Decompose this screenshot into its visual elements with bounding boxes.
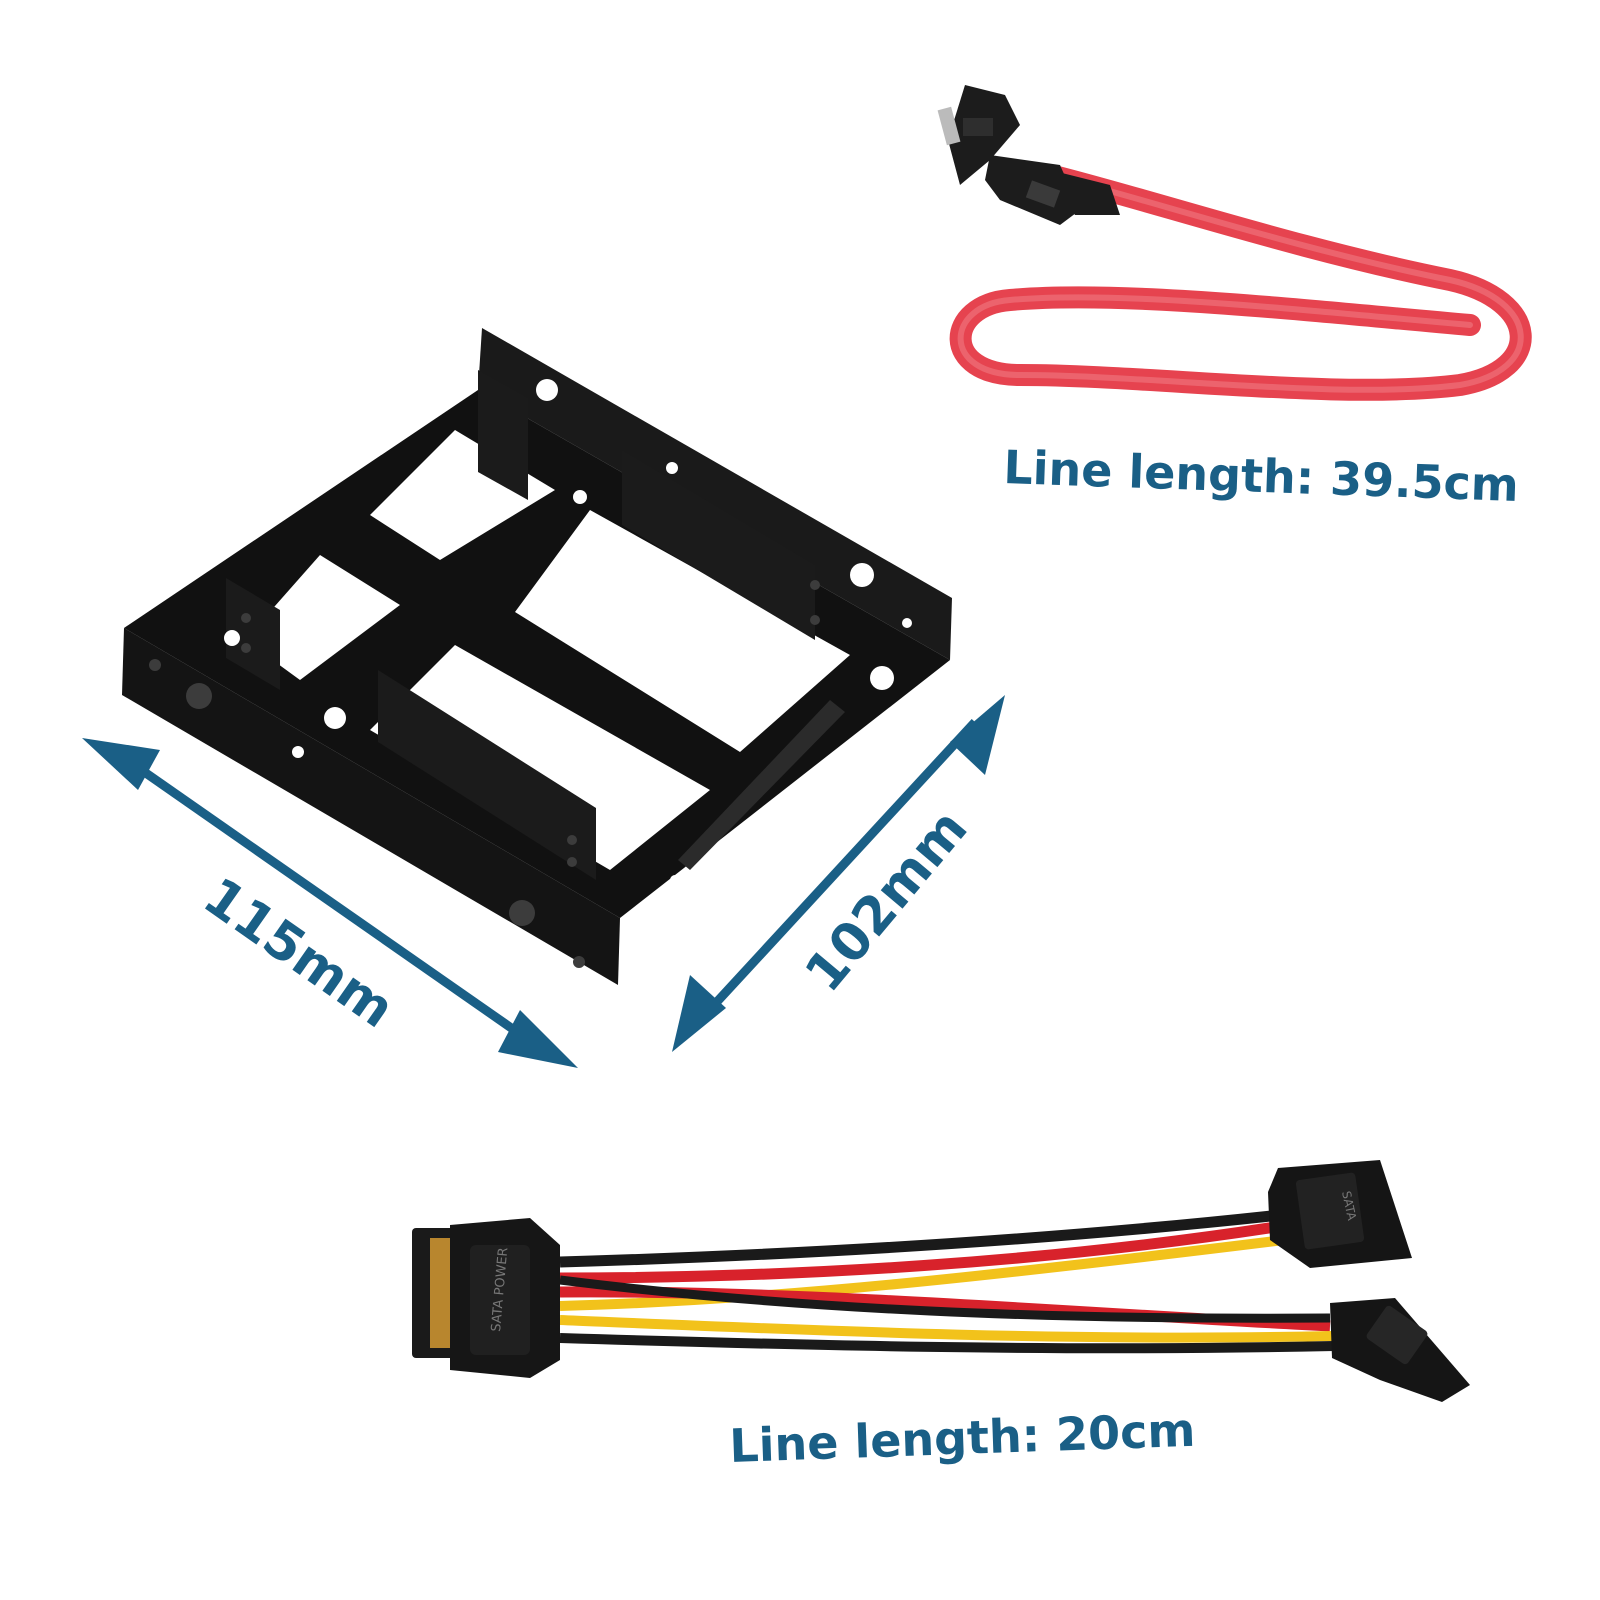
drive-bracket [122,328,952,985]
bracket-tab [378,670,596,880]
bracket-base-plate [124,390,950,918]
sata-power-connector-print: SATA POWER [489,1247,511,1333]
sata-cable-length-label: Line length: 39.5cm [1003,440,1520,512]
sata-power-female-connector: SATA [1268,1160,1412,1268]
bracket-tab [478,370,528,500]
bracket-cutout [370,645,710,870]
bracket-holes [224,379,912,935]
width-dimension-arrow [82,738,578,1068]
power-cable-length-label: Line length: 20cm [728,1403,1196,1473]
svg-text:SATA: SATA [1339,1190,1359,1223]
bracket-back-rail [478,328,952,660]
sata-right-angle-connector [937,85,1020,185]
width-dimension-label: 115mm [193,866,405,1040]
sata-straight-connector [985,155,1120,225]
bracket-tab [622,450,815,640]
depth-dimension-arrow [672,695,1005,1052]
sata-data-cable [937,85,1532,401]
bracket-tab [226,578,280,690]
sata-power-female-connector [1330,1298,1470,1402]
sata-power-splitter-cable: SATA POWER SATA [412,1160,1470,1402]
depth-dimension-label: 102mm [794,799,979,1004]
bracket-cutout [515,510,850,752]
bracket-cutout [245,555,400,680]
bracket-front-rail [122,628,620,985]
sata-power-male-connector: SATA POWER [412,1218,560,1378]
